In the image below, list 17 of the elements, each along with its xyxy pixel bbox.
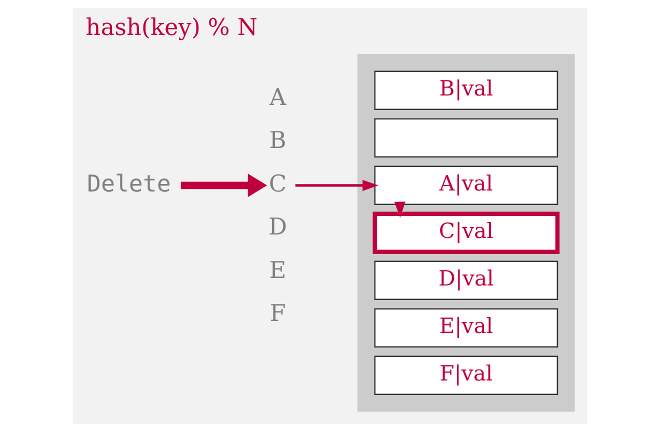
node-box: F|val [374,356,558,395]
node-box [374,118,558,158]
node-box: D|val [374,260,558,300]
node-text: Delete [87,170,171,198]
node-box: C|val [372,212,560,254]
label: F [270,300,286,328]
node-text: C [268,170,287,198]
diagram-title: hash(key) % N [86,14,258,42]
arrow [180,174,268,198]
arrow [295,180,378,191]
label: B [269,127,286,154]
cluster [357,54,575,412]
label: E [269,256,286,284]
node-box: B|val [374,70,558,110]
node-box: E|val [374,308,558,348]
label: D [268,214,288,241]
label: A [269,84,286,111]
